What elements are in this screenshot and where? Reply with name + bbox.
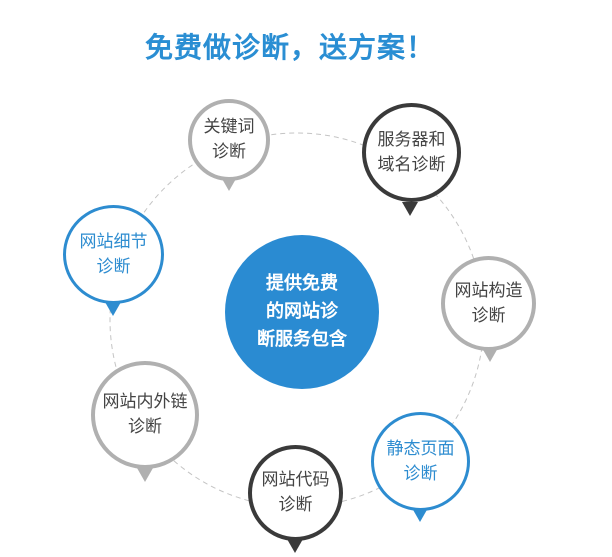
center-line: 提供免费 (266, 273, 338, 294)
center-circle: 提供免费 的网站诊 断服务包含 (225, 235, 379, 389)
pin-label: 域名诊断 (377, 154, 446, 175)
pin-label: 诊断 (471, 305, 506, 326)
center-line: 的网站诊 (266, 301, 338, 322)
pin-pointer-icon (412, 508, 428, 522)
pin-pointer-icon (482, 348, 498, 362)
pin-label: 诊断 (403, 463, 438, 484)
pin-pointer-icon (105, 302, 121, 316)
pin-label: 关键词 (203, 117, 255, 137)
page-title: 免费做诊断，送方案！ (144, 31, 435, 64)
pin-label: 诊断 (96, 256, 131, 277)
pin-pointer-icon (287, 539, 303, 553)
pin-label: 诊断 (278, 495, 313, 515)
pin-keyword-diagnosis[interactable]: 关键词诊断 (188, 99, 270, 181)
pin-static-page-diagnosis[interactable]: 静态页面诊断 (371, 412, 470, 511)
pin-pointer-icon (137, 468, 153, 482)
pin-site-structure-diagnosis[interactable]: 网站构造诊断 (441, 256, 536, 351)
pin-server-domain-diagnosis[interactable]: 服务器和域名诊断 (362, 103, 461, 202)
pin-label: 服务器和 (377, 129, 446, 150)
pin-label: 诊断 (128, 417, 162, 437)
pin-site-detail-diagnosis[interactable]: 网站细节诊断 (63, 205, 164, 304)
pin-links-diagnosis[interactable]: 网站内外链诊断 (91, 361, 199, 469)
pin-label: 网站内外链 (102, 392, 188, 412)
pin-pointer-icon (402, 202, 418, 216)
pin-site-code-diagnosis[interactable]: 网站代码诊断 (248, 445, 343, 541)
pin-label: 网站代码 (261, 470, 330, 490)
pin-label: 诊断 (212, 142, 246, 162)
pin-label: 网站构造 (454, 280, 523, 301)
pin-label: 静态页面 (386, 438, 455, 459)
pin-label: 网站细节 (79, 231, 148, 252)
center-line: 断服务包含 (257, 329, 347, 350)
